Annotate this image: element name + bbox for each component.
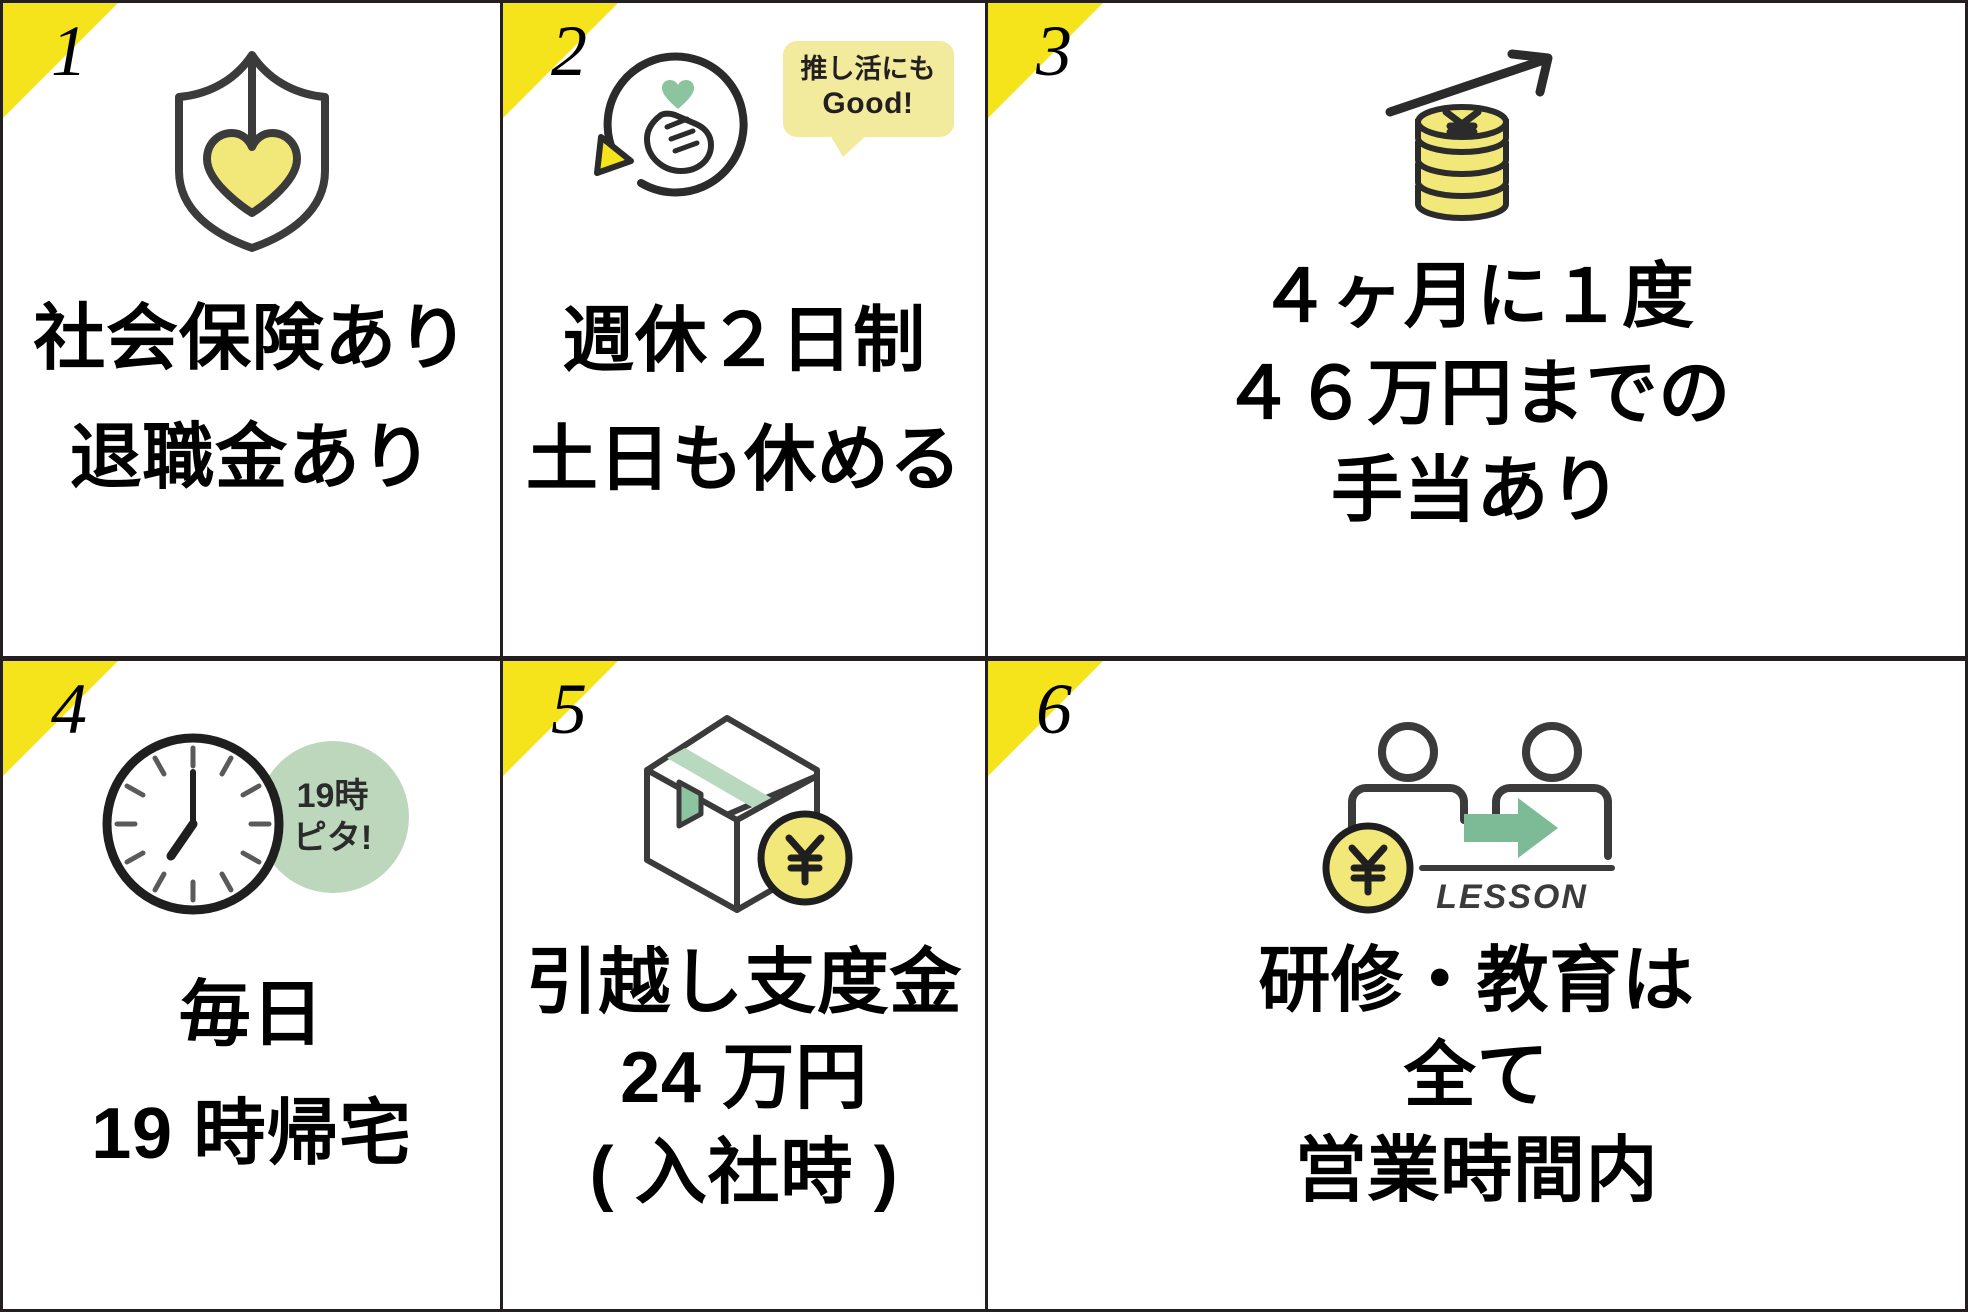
benefit-card-2: 2 推し活にも Good! 週休２日制 土日も休める	[500, 3, 988, 656]
benefit-line: 毎日	[178, 975, 325, 1055]
benefit-line: 営業時間内	[1294, 1130, 1659, 1211]
benefit-card-6: 6 LES	[988, 656, 1965, 1309]
badge-line-2: ピタ!	[292, 819, 373, 857]
bubble-tail-icon	[828, 132, 869, 157]
benefit-line: 全て	[1403, 1035, 1550, 1116]
moving-box-yen-icon	[503, 691, 985, 931]
benefit-line: 退職金あり	[69, 417, 434, 498]
benefit-line: ４６万円までの	[1221, 353, 1732, 434]
refresh-finger-heart-icon: 推し活にも Good!	[503, 33, 985, 263]
benefit-line: 週休２日制	[562, 301, 926, 381]
bubble-line-2: Good!	[822, 86, 914, 120]
benefit-card-3: 3 ４ヶ月に１	[988, 3, 1965, 656]
benefit-line: ( 入社時 )	[589, 1132, 899, 1213]
benefit-text-3: ４ヶ月に１度 ４６万円までの 手当あり	[988, 255, 1965, 534]
lesson-label: LESSON	[1436, 878, 1588, 916]
benefit-line: 社会保険あり	[33, 299, 470, 379]
benefit-line: 研修・教育は	[1258, 941, 1695, 1021]
benefit-card-5: 5 引越し支度金 24 万円 ( 入社時 )	[500, 656, 988, 1309]
benefit-text-5: 引越し支度金 24 万円 ( 入社時 )	[503, 941, 985, 1216]
shield-heart-icon	[3, 25, 500, 275]
benefit-line: ４ヶ月に１度	[1258, 257, 1695, 337]
benefit-line: 土日も休める	[525, 419, 963, 500]
benefit-card-1: 1 社会保険あり 退職金あり	[3, 3, 500, 656]
benefit-card-4: 4	[3, 656, 500, 1309]
benefit-line: 19 時帰宅	[91, 1093, 412, 1174]
benefit-text-2: 週休２日制 土日も休める	[503, 299, 985, 503]
coin-stack-arrow-up-icon	[988, 33, 1965, 233]
speech-bubble: 推し活にも Good!	[782, 41, 954, 157]
badge-line-1: 19時	[296, 776, 369, 815]
clock-and-badge-group: 19時 ピタ!	[3, 699, 500, 949]
clock-icon	[102, 733, 283, 915]
benefit-text-1: 社会保険あり 退職金あり	[3, 297, 500, 501]
benefit-line: 手当あり	[1331, 450, 1622, 531]
benefit-line: 引越し支度金	[525, 943, 963, 1023]
benefit-line: 24 万円	[620, 1037, 868, 1118]
bubble-line-1: 推し活にも	[800, 54, 936, 84]
benefit-text-6: 研修・教育は 全て 営業時間内	[988, 939, 1965, 1214]
benefit-text-4: 毎日 19 時帰宅	[3, 973, 500, 1177]
lesson-people-yen-icon: LESSON	[988, 701, 1965, 931]
